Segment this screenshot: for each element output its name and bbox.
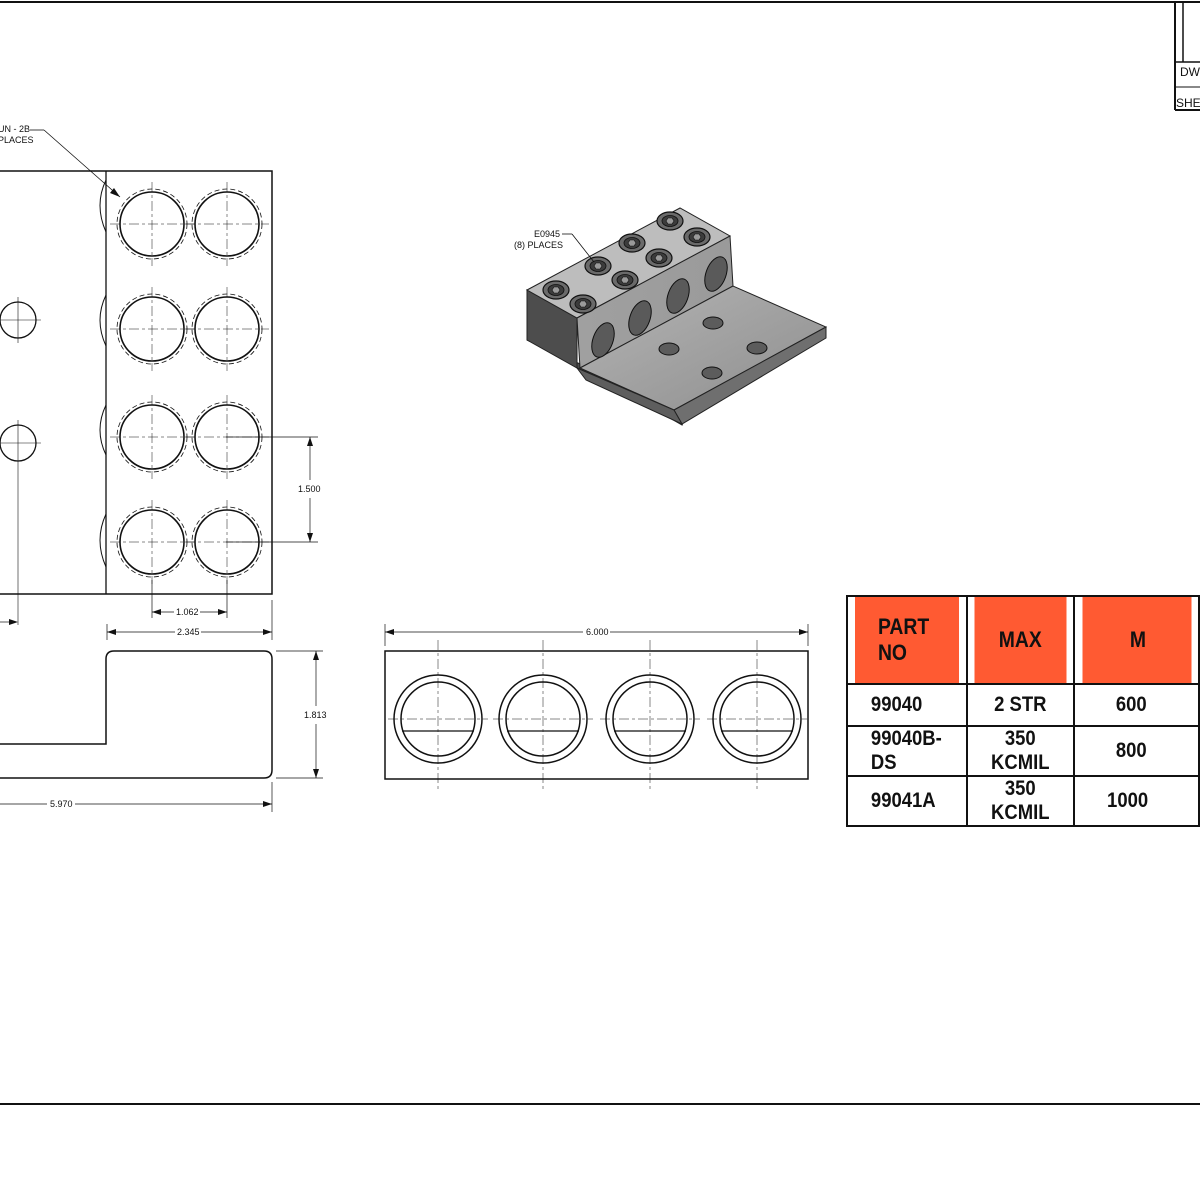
thread-callout-line2: PLACES (0, 135, 34, 145)
dwg-label: DW (1180, 65, 1200, 79)
row-max: 2 STR (972, 683, 1068, 727)
row-part-no: 99041A (853, 775, 961, 827)
dim-hole-pitch-vertical: 1.500 (298, 484, 321, 494)
iso-part-callout: E0945 (534, 229, 560, 239)
thread-callout-line1: UN - 2B (0, 124, 30, 134)
set-screw (656, 211, 684, 231)
row-max: 350 KCMIL (972, 725, 1068, 777)
conductor-hole (110, 395, 194, 479)
front-view: 6.000 (384, 624, 809, 790)
table-row: 99040 2 STR 600 (847, 683, 1199, 727)
dim-overall-length: 5.970 (50, 799, 73, 809)
front-hole (600, 640, 700, 790)
header-part-no: PART NO (853, 595, 961, 685)
set-screws (542, 211, 711, 314)
front-hole (493, 640, 593, 790)
row-part-no: 99040B-DS (853, 725, 961, 777)
row-part-no: 99040 (853, 683, 961, 727)
part-table: PART NO MAX M 99040 2 STR 600 99040B-DS … (846, 595, 1200, 827)
set-screw (569, 294, 597, 314)
front-hole (388, 640, 488, 790)
part-table-container: PART NO MAX M 99040 2 STR 600 99040B-DS … (846, 595, 1200, 827)
conductor-hole-grid (110, 182, 269, 584)
sheet-label: SHE (1176, 96, 1200, 110)
front-conductor-holes (388, 640, 807, 790)
set-screw (584, 256, 612, 276)
iso-qty-callout: (8) PLACES (514, 240, 563, 250)
set-screw (611, 270, 639, 290)
header-min: M (1080, 595, 1193, 685)
set-screw (618, 233, 646, 253)
set-screw (683, 227, 711, 247)
mount-hole-upper (0, 297, 41, 343)
conductor-hole (110, 287, 194, 371)
dim-pad-width: 2.345 (177, 627, 200, 637)
conductor-hole (110, 500, 194, 584)
dim-hole-pitch-horizontal: 1.062 (176, 607, 199, 617)
row-min: 600 (1080, 683, 1193, 727)
dim-height: 1.813 (304, 710, 327, 720)
row-min: 1000 (1080, 775, 1193, 827)
conductor-hole (185, 287, 269, 371)
row-max: 350 KCMIL (972, 775, 1068, 827)
set-screw (645, 248, 673, 268)
top-view: UN - 2B PLACES 1.500 1.062 (0, 124, 321, 625)
conductor-hole (185, 182, 269, 266)
mount-hole-lower (0, 420, 41, 625)
side-view: 2.345 1.813 5.970 (0, 600, 327, 812)
set-screw (542, 280, 570, 300)
isometric-view: E0945 (8) PLACES (514, 207, 828, 426)
header-max: MAX (972, 595, 1068, 685)
table-row: 99041A 350 KCMIL 1000 (847, 775, 1199, 827)
title-block: DW SHE (1174, 2, 1200, 111)
table-header-row: PART NO MAX M (847, 595, 1199, 685)
dim-front-length: 6.000 (586, 627, 609, 637)
table-row: 99040B-DS 350 KCMIL 800 (847, 725, 1199, 777)
front-hole (707, 640, 807, 790)
row-min: 800 (1080, 725, 1193, 777)
conductor-hole (110, 182, 194, 266)
